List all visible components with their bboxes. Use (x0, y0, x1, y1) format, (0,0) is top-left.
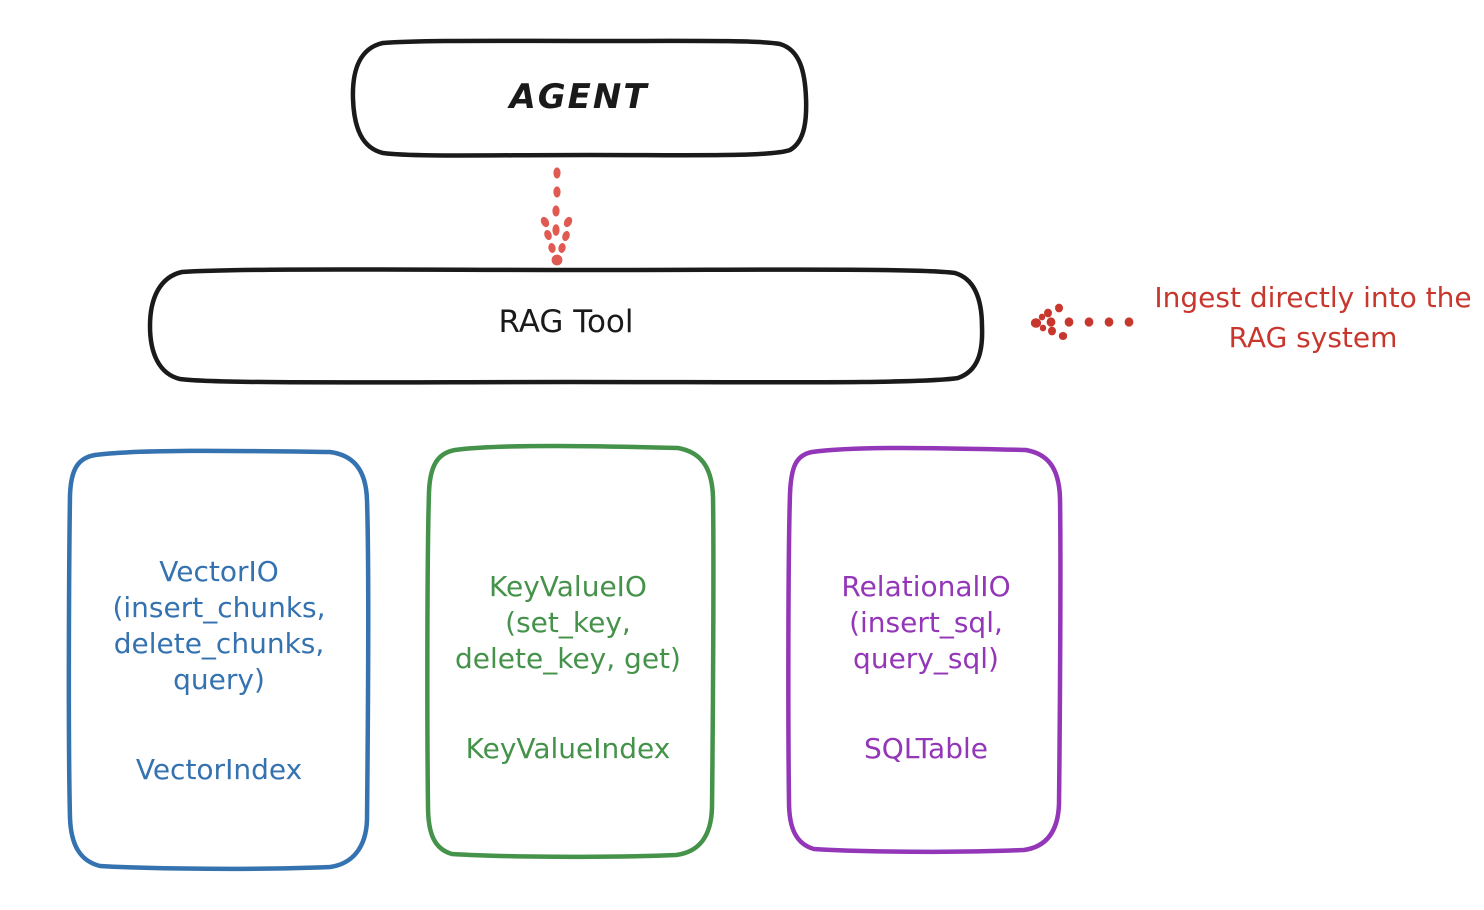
relational-io-box[interactable] (786, 445, 1063, 855)
key-value-io-text-block: KeyValueIO (set_key, delete_key, get) Ke… (422, 549, 714, 767)
ingest-annotation-label: Ingest directly into the RAG system (1154, 281, 1472, 354)
agent-label: AGENT (509, 77, 649, 117)
spacer (422, 677, 714, 711)
vector-io-box[interactable] (66, 448, 371, 872)
ingest-arrow (1030, 303, 1134, 340)
rag-tool-label: RAG Tool (498, 304, 634, 340)
relational-io-text-block: RelationalIO (insert_sql, query_sql) SQL… (790, 549, 1062, 767)
key-value-io-box[interactable] (425, 443, 716, 860)
vector-io-title: VectorIO (insert_chunks, delete_chunks, … (112, 555, 326, 696)
vector-io-text-block: VectorIO (insert_chunks, delete_chunks, … (72, 534, 366, 788)
spacer (72, 698, 366, 732)
spacer (790, 677, 1062, 711)
relational-io-title: RelationalIO (insert_sql, query_sql) (841, 570, 1011, 676)
key-value-io-title: KeyValueIO (set_key, delete_key, get) (455, 570, 681, 676)
key-value-io-index: KeyValueIndex (465, 732, 671, 766)
relational-io-index: SQLTable (864, 732, 988, 766)
rag-tool-box[interactable] (147, 267, 985, 385)
agent-box[interactable] (350, 38, 809, 158)
agent-to-rag-arrow (540, 167, 573, 266)
vector-io-index: VectorIndex (135, 753, 303, 787)
